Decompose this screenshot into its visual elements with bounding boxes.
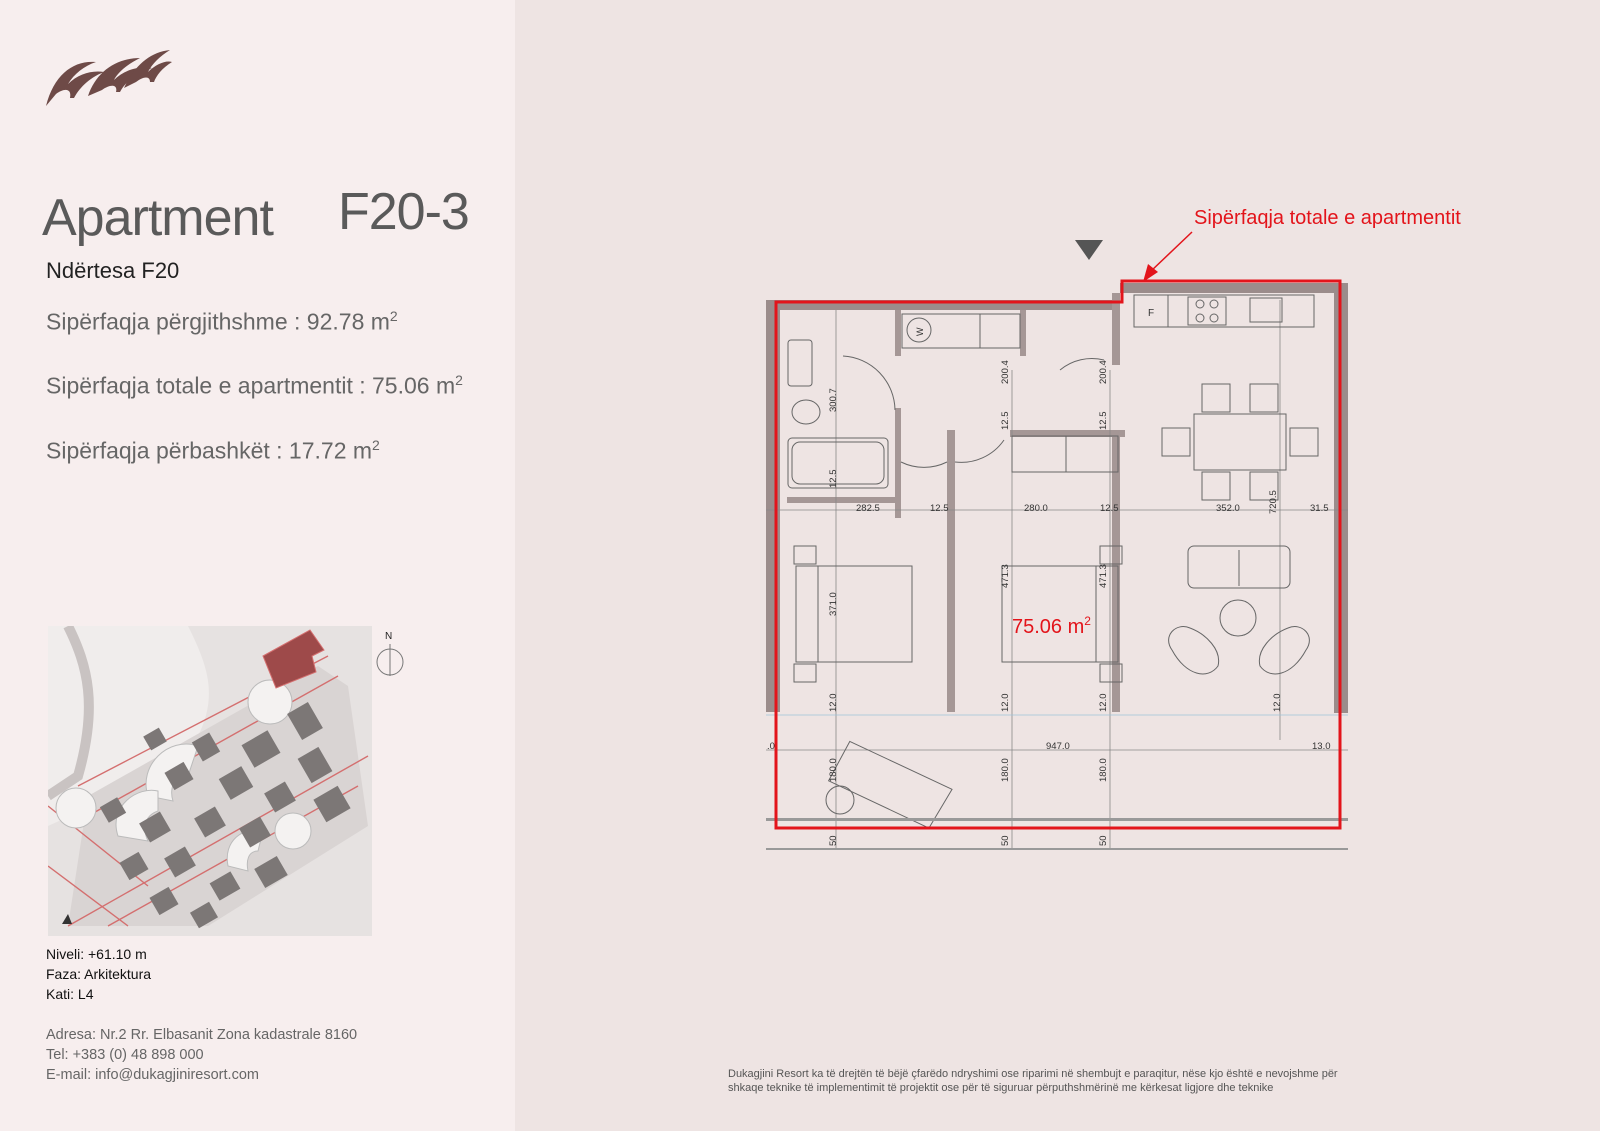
svg-text:180.0: 180.0 <box>1000 758 1011 782</box>
disclaimer: Dukagjini Resort ka të drejtën të bëjë ç… <box>728 1067 1408 1095</box>
svg-text:12.5: 12.5 <box>1098 412 1109 431</box>
dimension-lines <box>766 300 1348 850</box>
svg-text:31.5: 31.5 <box>1310 503 1329 514</box>
svg-text:280.0: 280.0 <box>1024 503 1048 514</box>
disclaimer-line-2: shkaqe teknike të implementimit të proje… <box>728 1082 1274 1094</box>
svg-text:50: 50 <box>828 835 839 846</box>
svg-text:352.0: 352.0 <box>1216 503 1240 514</box>
dimension-labels: 282.5 12.5 280.0 12.5 352.0 31.5 947.0 1… <box>767 360 1331 846</box>
disclaimer-line-1: Dukagjini Resort ka të drejtën të bëjë ç… <box>728 1068 1338 1080</box>
svg-text:12.5: 12.5 <box>828 470 839 489</box>
svg-text:720.5: 720.5 <box>1268 490 1279 514</box>
floor-info: Kati: L4 <box>46 986 94 1002</box>
area-total-general: Sipërfaqja përgjithshme : 92.78 m2 <box>46 308 398 335</box>
svg-text:.0: .0 <box>767 741 775 752</box>
svg-text:13.0: 13.0 <box>1312 741 1331 752</box>
birds-logo-icon <box>46 50 172 106</box>
balcony-furniture <box>825 740 953 829</box>
svg-text:300.7: 300.7 <box>828 388 839 412</box>
site-map <box>48 626 372 936</box>
level-info: Niveli: +61.10 m <box>46 946 147 962</box>
svg-text:12.0: 12.0 <box>828 694 839 713</box>
apartment-outline <box>774 279 1342 830</box>
entrance-marker-icon <box>1075 240 1103 260</box>
info-panel: Apartment F20-3 Ndërtesa F20 Sipërfaqja … <box>0 0 515 1131</box>
apartment-area-label: 75.06 m2 <box>1012 614 1091 638</box>
svg-text:50: 50 <box>1000 835 1011 846</box>
apartment-label: Apartment <box>42 189 274 247</box>
callout-arrow-icon <box>1143 264 1158 282</box>
balcony-rail <box>766 818 1348 850</box>
svg-text:12.5: 12.5 <box>930 503 949 514</box>
phase-info: Faza: Arkitektura <box>46 966 152 982</box>
svg-text:12.5: 12.5 <box>1100 503 1119 514</box>
telephone: Tel: +383 (0) 48 898 000 <box>46 1047 204 1063</box>
svg-text:180.0: 180.0 <box>828 758 839 782</box>
dining-table <box>1161 383 1319 501</box>
svg-text:12.0: 12.0 <box>1000 694 1011 713</box>
svg-text:471.3: 471.3 <box>1098 564 1109 588</box>
svg-text:12.0: 12.0 <box>1272 694 1283 713</box>
svg-text:N: N <box>385 631 392 642</box>
washer-label: W <box>915 327 925 336</box>
svg-text:180.0: 180.0 <box>1098 758 1109 782</box>
fridge-label: F <box>1148 308 1154 319</box>
svg-text:12.5: 12.5 <box>1000 412 1011 431</box>
bathroom-fixtures <box>787 313 1105 489</box>
kitchen-counter <box>1133 294 1315 328</box>
callout-line <box>1149 231 1193 273</box>
area-common: Sipërfaqja përbashkët : 17.72 m2 <box>46 437 380 464</box>
svg-text:50: 50 <box>1098 835 1109 846</box>
svg-text:947.0: 947.0 <box>1046 741 1070 752</box>
address: Adresa: Nr.2 Rr. Elbasanit Zona kadastra… <box>46 1027 358 1043</box>
bedroom-beds <box>793 435 1123 683</box>
living-furniture <box>1168 545 1310 675</box>
svg-text:371.0: 371.0 <box>828 592 839 616</box>
interior-walls <box>787 293 1125 712</box>
callout-label: Sipërfaqja totale e apartmentit <box>1194 207 1461 229</box>
svg-text:471.3: 471.3 <box>1000 564 1011 588</box>
north-compass-icon: N <box>376 631 404 676</box>
building-name: Ndërtesa F20 <box>46 258 180 283</box>
email: E-mail: info@dukagjiniresort.com <box>46 1067 259 1083</box>
area-apartment-total: Sipërfaqja totale e apartmentit : 75.06 … <box>46 372 463 399</box>
svg-text:200.4: 200.4 <box>1098 360 1109 384</box>
svg-text:200.4: 200.4 <box>1000 360 1011 384</box>
svg-text:12.0: 12.0 <box>1098 694 1109 713</box>
svg-text:282.5: 282.5 <box>856 503 880 514</box>
apartment-code: F20-3 <box>338 183 470 241</box>
